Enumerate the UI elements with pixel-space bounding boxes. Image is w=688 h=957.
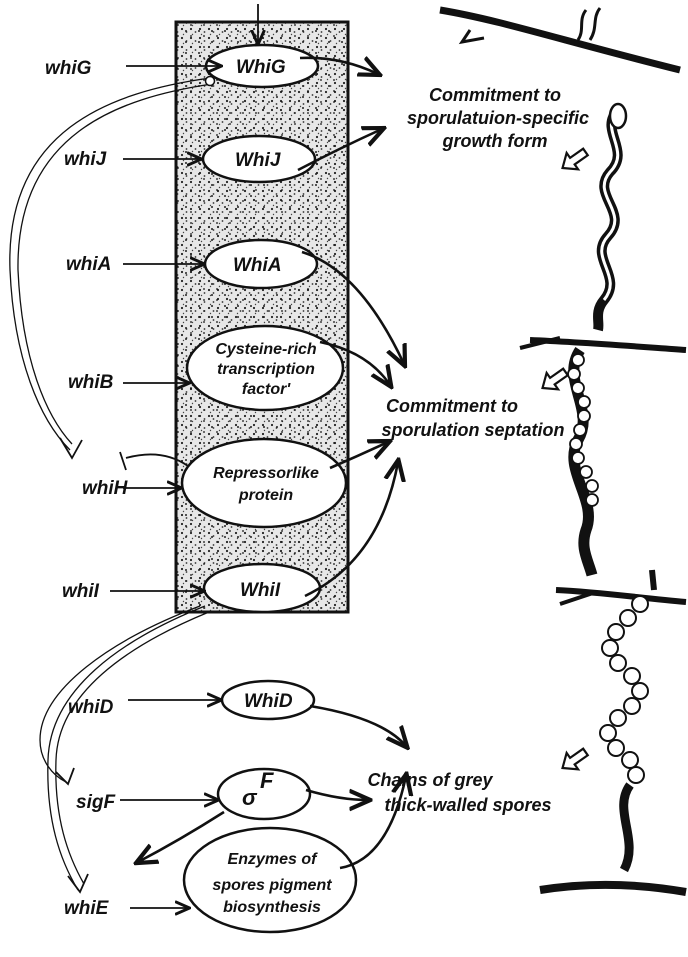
gene-whiA: whiA <box>66 254 111 275</box>
outcome-spores-line1: Chains of grey <box>367 770 493 790</box>
protein-WhiA: WhiA <box>233 255 282 276</box>
outcome-septation-line1: Commitment to <box>386 396 518 416</box>
outcome-growth-line1: Commitment to <box>429 85 561 105</box>
gene-whiE: whiE <box>64 898 110 919</box>
gene-whiG: whiG <box>45 58 92 79</box>
gene-whiD: whiD <box>68 697 114 718</box>
protein-WhiJ: WhiJ <box>235 150 281 171</box>
protein-repressor-line2: protein <box>238 487 293 504</box>
protein-cysteine-line3: factor' <box>242 381 291 398</box>
outcome-growth-line3: growth form <box>442 131 548 151</box>
septated-hypha-drawing <box>520 338 686 575</box>
protein-sigma: σ <box>242 785 258 810</box>
hypha-drawing <box>440 8 680 70</box>
protein-enzymes-line2: spores pigment <box>212 877 332 894</box>
spiral-hypha-drawing <box>598 104 626 330</box>
spore-chain-drawing <box>540 570 686 892</box>
protein-WhiD: WhiD <box>244 691 293 712</box>
outcome-spores-line2: thick-walled spores <box>384 795 551 815</box>
gene-whiH: whiH <box>82 478 129 499</box>
protein-WhiG: WhiG <box>236 57 286 78</box>
whii-activation-arrows <box>40 606 209 892</box>
gene-whiJ: whiJ <box>64 149 107 170</box>
protein-WhiI: WhiI <box>240 580 281 601</box>
gene-sigF: sigF <box>76 792 116 813</box>
protein-enzymes-line1: Enzymes of <box>228 851 319 868</box>
protein-repressor-line1: Repressorlike <box>213 465 319 482</box>
outcome-septation-line2: sporulation septation <box>381 420 564 440</box>
protein-sigma-sup: F <box>260 768 274 793</box>
protein-cysteine-line1: Cysteine-rich <box>215 341 317 358</box>
outcome-growth-line2: sporulatuion-specific <box>407 108 589 128</box>
protein-enzymes-line3: biosynthesis <box>223 899 321 916</box>
gene-whiB: whiB <box>68 372 114 393</box>
protein-cysteine-line2: transcription <box>217 361 315 378</box>
gene-whiI: whiI <box>62 581 100 602</box>
oval-repressor <box>182 439 346 527</box>
